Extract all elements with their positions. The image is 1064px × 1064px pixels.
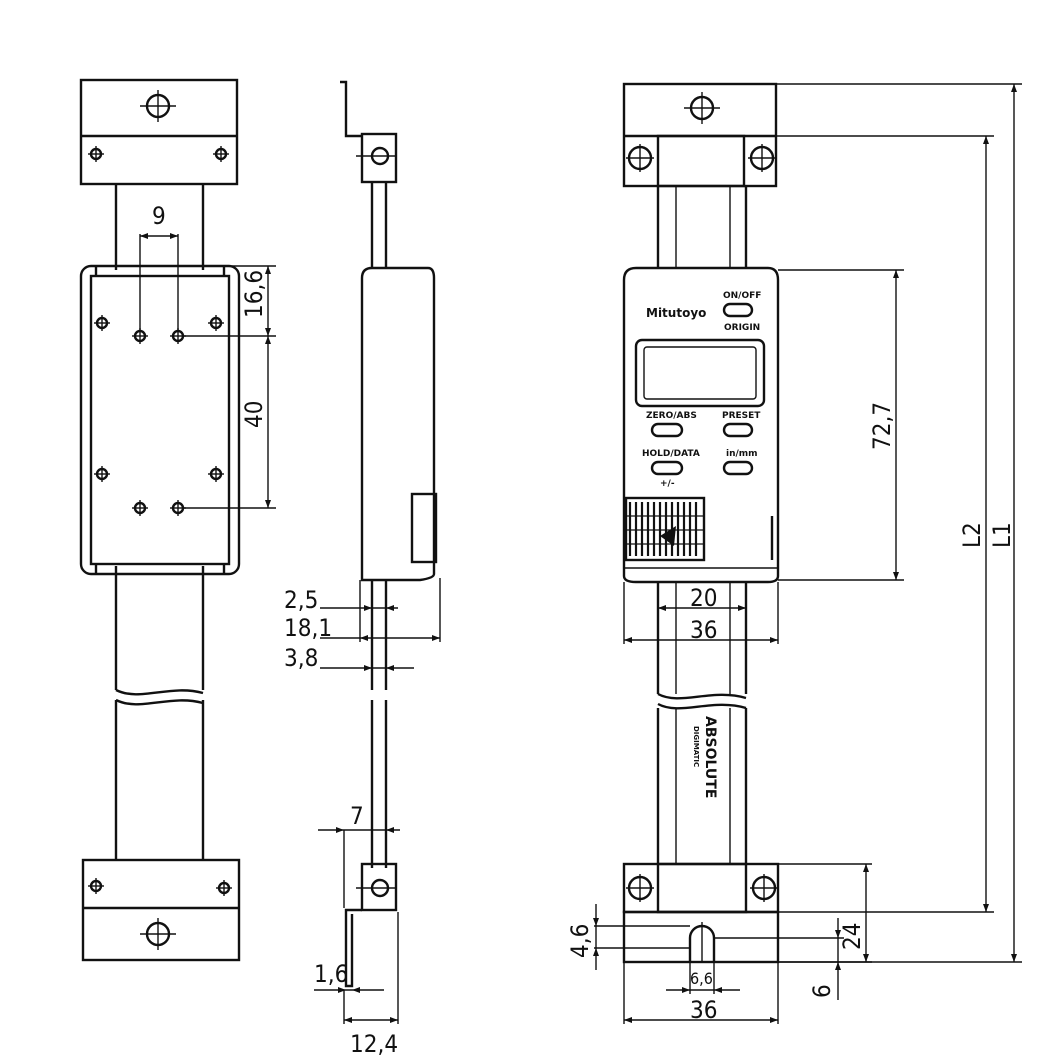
svg-text:ABSOLUTE: ABSOLUTE bbox=[702, 716, 718, 798]
crosshair-hole-icon bbox=[684, 92, 720, 124]
top-bracket bbox=[79, 78, 239, 186]
lcd-display bbox=[634, 338, 766, 408]
screw-icon bbox=[748, 144, 776, 172]
preset-button[interactable] bbox=[722, 422, 754, 438]
dim-hole-spacing: 9 bbox=[152, 202, 166, 230]
hold-sub-label: +/- bbox=[660, 479, 675, 489]
screw-icon bbox=[626, 144, 654, 172]
brand-logo: Mitutoyo bbox=[646, 306, 706, 320]
unit-back-plate bbox=[89, 274, 231, 566]
dim-hole-pitch: 40 bbox=[240, 401, 268, 428]
svg-text:DIGIMATIC: DIGIMATIC bbox=[692, 726, 700, 767]
dim-7: 7 bbox=[350, 802, 364, 830]
dim-scale-width: 20 bbox=[690, 584, 717, 612]
dim-bracket-6: 6 bbox=[808, 984, 836, 998]
dim-72-7: 72,7 bbox=[868, 402, 896, 450]
origin-label: ORIGIN bbox=[724, 323, 760, 333]
zero-abs-button[interactable] bbox=[650, 422, 684, 438]
dim-1-6: 1,6 bbox=[314, 960, 348, 988]
side-bottom-clamp bbox=[360, 862, 398, 912]
side-top-clamp bbox=[360, 132, 398, 184]
screw-icon bbox=[750, 874, 778, 902]
on-off-label: ON/OFF bbox=[723, 291, 761, 301]
side-unit-body bbox=[360, 266, 436, 582]
zero-abs-label: ZERO/ABS bbox=[646, 411, 697, 421]
in-mm-label: in/mm bbox=[726, 449, 758, 459]
bottom-bracket bbox=[81, 858, 241, 962]
on-off-button[interactable] bbox=[722, 302, 754, 318]
scale-label: ABSOLUTE DIGIMATIC bbox=[692, 716, 718, 798]
screw-icon bbox=[94, 315, 224, 516]
dim-body-width: 36 bbox=[690, 616, 717, 644]
dim-bracket-width: 36 bbox=[690, 996, 717, 1024]
hold-data-button[interactable] bbox=[650, 460, 684, 476]
dim-2-5: 2,5 bbox=[284, 586, 318, 614]
front-view: ABSOLUTE DIGIMATIC Mitutoyo ON/OFF ORIGI… bbox=[566, 82, 1022, 1024]
dim-top-offset: 16,6 bbox=[240, 270, 268, 318]
screw-icon bbox=[88, 878, 104, 894]
front-bottom-bracket-lower bbox=[622, 910, 780, 964]
dim-slot: 6,6 bbox=[690, 969, 713, 988]
dim-3-8: 3,8 bbox=[284, 644, 318, 672]
thumb-roller[interactable] bbox=[624, 496, 706, 562]
screw-icon bbox=[626, 874, 654, 902]
screw-icon bbox=[88, 146, 104, 162]
dim-bracket-24: 24 bbox=[838, 923, 866, 950]
screw-icon bbox=[213, 146, 229, 162]
dim-l2: L2 bbox=[958, 522, 986, 548]
dim-12-4: 12,4 bbox=[350, 1030, 398, 1058]
dim-18-1: 18,1 bbox=[284, 614, 332, 642]
side-view: 2,5 18,1 3,8 7 1,6 12,4 bbox=[284, 80, 441, 1058]
unit-body bbox=[79, 264, 241, 576]
dim-l1: L1 bbox=[988, 522, 1016, 548]
hold-data-label: HOLD/DATA bbox=[642, 449, 700, 459]
back-view: 9 16,6 40 bbox=[79, 78, 276, 962]
in-mm-button[interactable] bbox=[722, 460, 754, 476]
crosshair-hole-icon bbox=[140, 90, 176, 122]
side-knob bbox=[410, 492, 438, 564]
dim-hole-dia: 4,6 bbox=[566, 924, 594, 958]
front-unit-body bbox=[622, 266, 780, 584]
preset-label: PRESET bbox=[722, 411, 761, 421]
crosshair-hole-icon bbox=[140, 918, 176, 950]
screw-icon bbox=[216, 880, 232, 896]
mounting-slot-icon bbox=[688, 922, 716, 962]
